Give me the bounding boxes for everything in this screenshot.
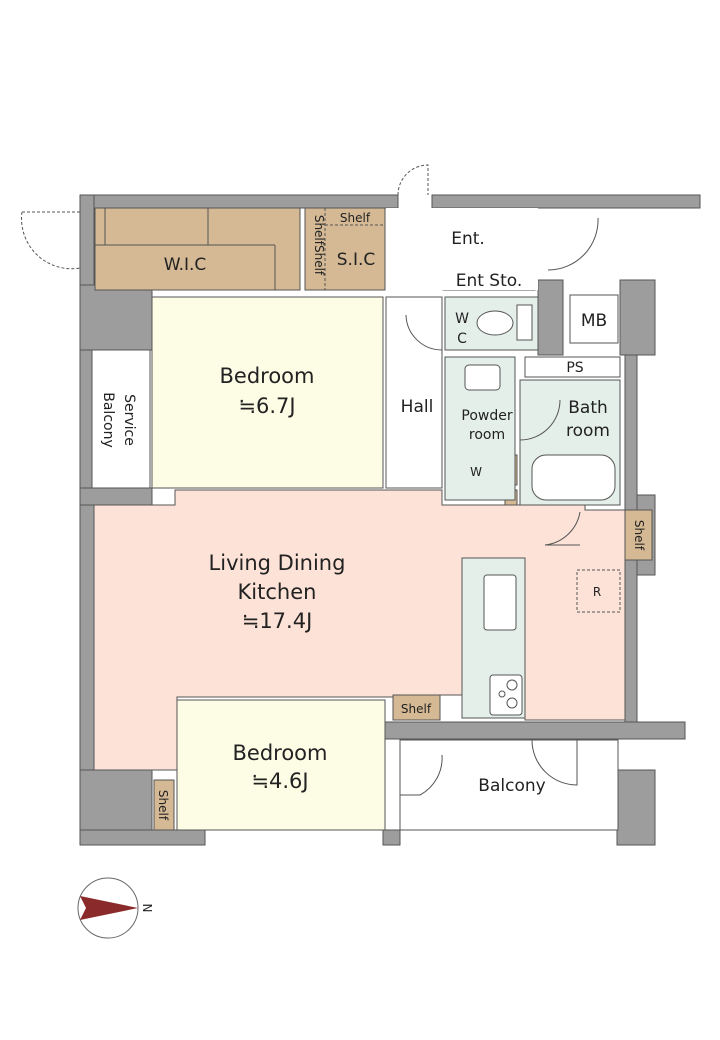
balcony-label: Balcony xyxy=(478,776,545,796)
fridge-label: R xyxy=(593,585,601,599)
bedroom-1 xyxy=(151,296,384,489)
shelf-bedroom2-label: Shelf xyxy=(156,790,170,821)
bath-room-line1: Bath xyxy=(568,398,608,418)
wc-c-label: C xyxy=(457,331,467,347)
wc-w-label: W xyxy=(455,311,469,327)
entrance-label: Ent. xyxy=(451,229,485,249)
bedroom-1-name: Bedroom xyxy=(220,364,315,388)
wic-label: W.I.C xyxy=(164,255,207,275)
sic-shelf-label: Shelf xyxy=(340,211,371,225)
powder-room-line2: room xyxy=(469,427,505,443)
shelf-bedroom2 xyxy=(153,779,175,831)
ldk-size: ≒17.4J xyxy=(242,609,313,633)
balcony xyxy=(399,739,619,831)
walk-in-closet xyxy=(94,207,301,291)
meter-box xyxy=(569,294,619,344)
shoe-closet xyxy=(304,207,386,291)
fridge-space xyxy=(576,569,621,613)
sic-label: S.I.C xyxy=(337,250,375,270)
service-balcony-line2: Balcony xyxy=(100,392,116,448)
washer-label: W xyxy=(470,465,482,479)
hall-label: Hall xyxy=(401,397,434,417)
compass-north-label: N xyxy=(140,904,154,913)
ent-storage-label: Ent Sto. xyxy=(456,271,523,291)
compass: N xyxy=(77,877,154,939)
compass-arrow-icon xyxy=(80,896,138,920)
service-balcony xyxy=(91,349,151,489)
ldk-line1: Living Dining xyxy=(209,551,346,575)
bath-room-line2: room xyxy=(566,421,610,441)
shelf-right-label: Shelf xyxy=(632,520,646,551)
entrance xyxy=(386,208,538,290)
hall xyxy=(385,296,443,489)
bedroom-2-name: Bedroom xyxy=(233,741,328,765)
shelf-kitchen-label: Shelf xyxy=(401,702,432,716)
pipe-space xyxy=(524,356,621,378)
ldk-line2: Kitchen xyxy=(238,580,317,604)
service-balcony-line1: Service xyxy=(121,394,137,446)
bedroom-2-size: ≒4.6J xyxy=(251,769,308,793)
mb-label: MB xyxy=(581,311,607,331)
ps-label: PS xyxy=(566,360,583,376)
bedroom-1-size: ≒6.7J xyxy=(238,394,295,418)
sic-side-shelf-label: ShelfShelf xyxy=(312,215,326,276)
bedroom-2 xyxy=(176,699,386,831)
powder-room-line1: Powder xyxy=(461,408,512,424)
